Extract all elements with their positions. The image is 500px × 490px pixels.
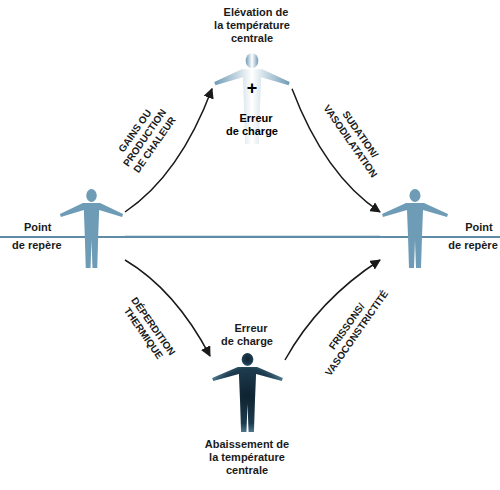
lowered-temperature-figure: Erreur de chargeAbaissement de la tempér… [210, 352, 285, 432]
human-silhouette [380, 188, 450, 268]
arrow-label: DÉPERDITION THERMIQUE [111, 284, 186, 376]
state-heading: Elévation de la température centrale [211, 6, 293, 45]
set-point-line [0, 236, 500, 238]
silhouette-body [382, 203, 448, 268]
load-error-label: Erreur de charge [225, 112, 279, 138]
silhouette-head [242, 353, 254, 366]
silhouette-head [410, 189, 421, 202]
human-silhouette [210, 352, 285, 432]
state-heading: Abaissement de la température centrale [202, 438, 292, 477]
arrow-label: GAINS OU PRODUCTION DE CHALEUR [107, 95, 182, 181]
set-point-figure: Point de repère [380, 188, 450, 268]
set-point-figure: Point de repère [58, 188, 125, 268]
human-silhouette [58, 188, 125, 268]
arrow-label: SUDATION/ VASODILATATION [313, 85, 397, 191]
plus-sign: + [212, 78, 292, 98]
load-error-label: Erreur de charge [220, 322, 274, 348]
set-point-connector [125, 236, 380, 238]
silhouette-head [86, 189, 97, 202]
raised-temperature-figure: Elévation de la température centrale+Err… [212, 52, 292, 144]
set-point-label: Point de repère [12, 218, 66, 254]
arrow-label: FRISSONS/ VASOCONSTRICTITÉ [306, 272, 398, 389]
silhouette-head [246, 53, 259, 68]
silhouette-body [212, 367, 283, 432]
set-point-label: Point de repère [446, 218, 500, 254]
silhouette-body [60, 203, 123, 268]
